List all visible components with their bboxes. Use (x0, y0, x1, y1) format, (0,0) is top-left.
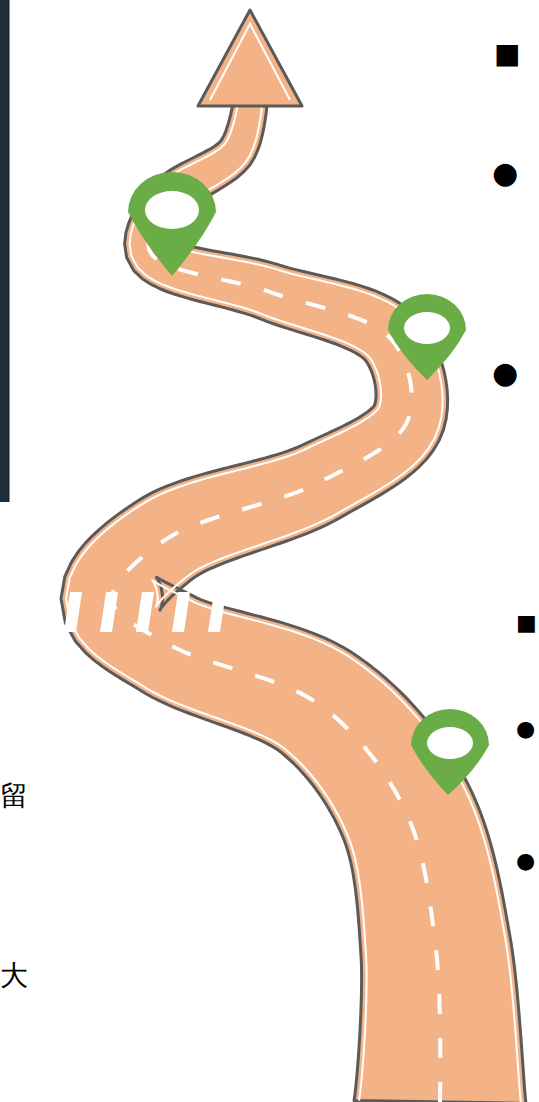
pin-hole (427, 727, 473, 759)
bullet-mark: ● (492, 158, 518, 188)
crosswalk-bar (172, 592, 190, 632)
crosswalk-bar (64, 592, 82, 632)
photo-edge (0, 0, 8, 502)
road-group (61, 10, 526, 1102)
pin-hole (145, 191, 199, 229)
map-pin (411, 709, 489, 795)
road-edge-line (153, 106, 521, 1102)
pin-body (388, 294, 466, 380)
bullet-mark: ● (516, 718, 535, 740)
map-pin (128, 172, 216, 276)
crosswalk-bar (136, 592, 154, 632)
arrow-head (198, 10, 302, 106)
road-surface (61, 102, 526, 1102)
bullet-mark: ● (492, 358, 518, 388)
pin-body (411, 709, 489, 795)
arrow-head-line (210, 24, 290, 100)
side-text: 留 (0, 782, 28, 810)
bullet-mark: ● (516, 850, 535, 872)
crosswalk-bar (28, 592, 46, 632)
photo-border (8, 0, 10, 502)
bullet-mark: ■ (516, 612, 537, 634)
pin-hole (404, 312, 450, 344)
bullet-mark: ■ (494, 40, 520, 68)
pin-group (128, 172, 489, 795)
crosswalk-bar (208, 592, 226, 632)
road-edge-line (66, 102, 381, 1100)
road-center-dash (112, 225, 440, 1102)
map-pin (388, 294, 466, 380)
crosswalk-bar (100, 592, 118, 632)
crosswalk (28, 592, 226, 632)
pin-body (128, 172, 216, 276)
side-text: 大 (0, 962, 28, 990)
